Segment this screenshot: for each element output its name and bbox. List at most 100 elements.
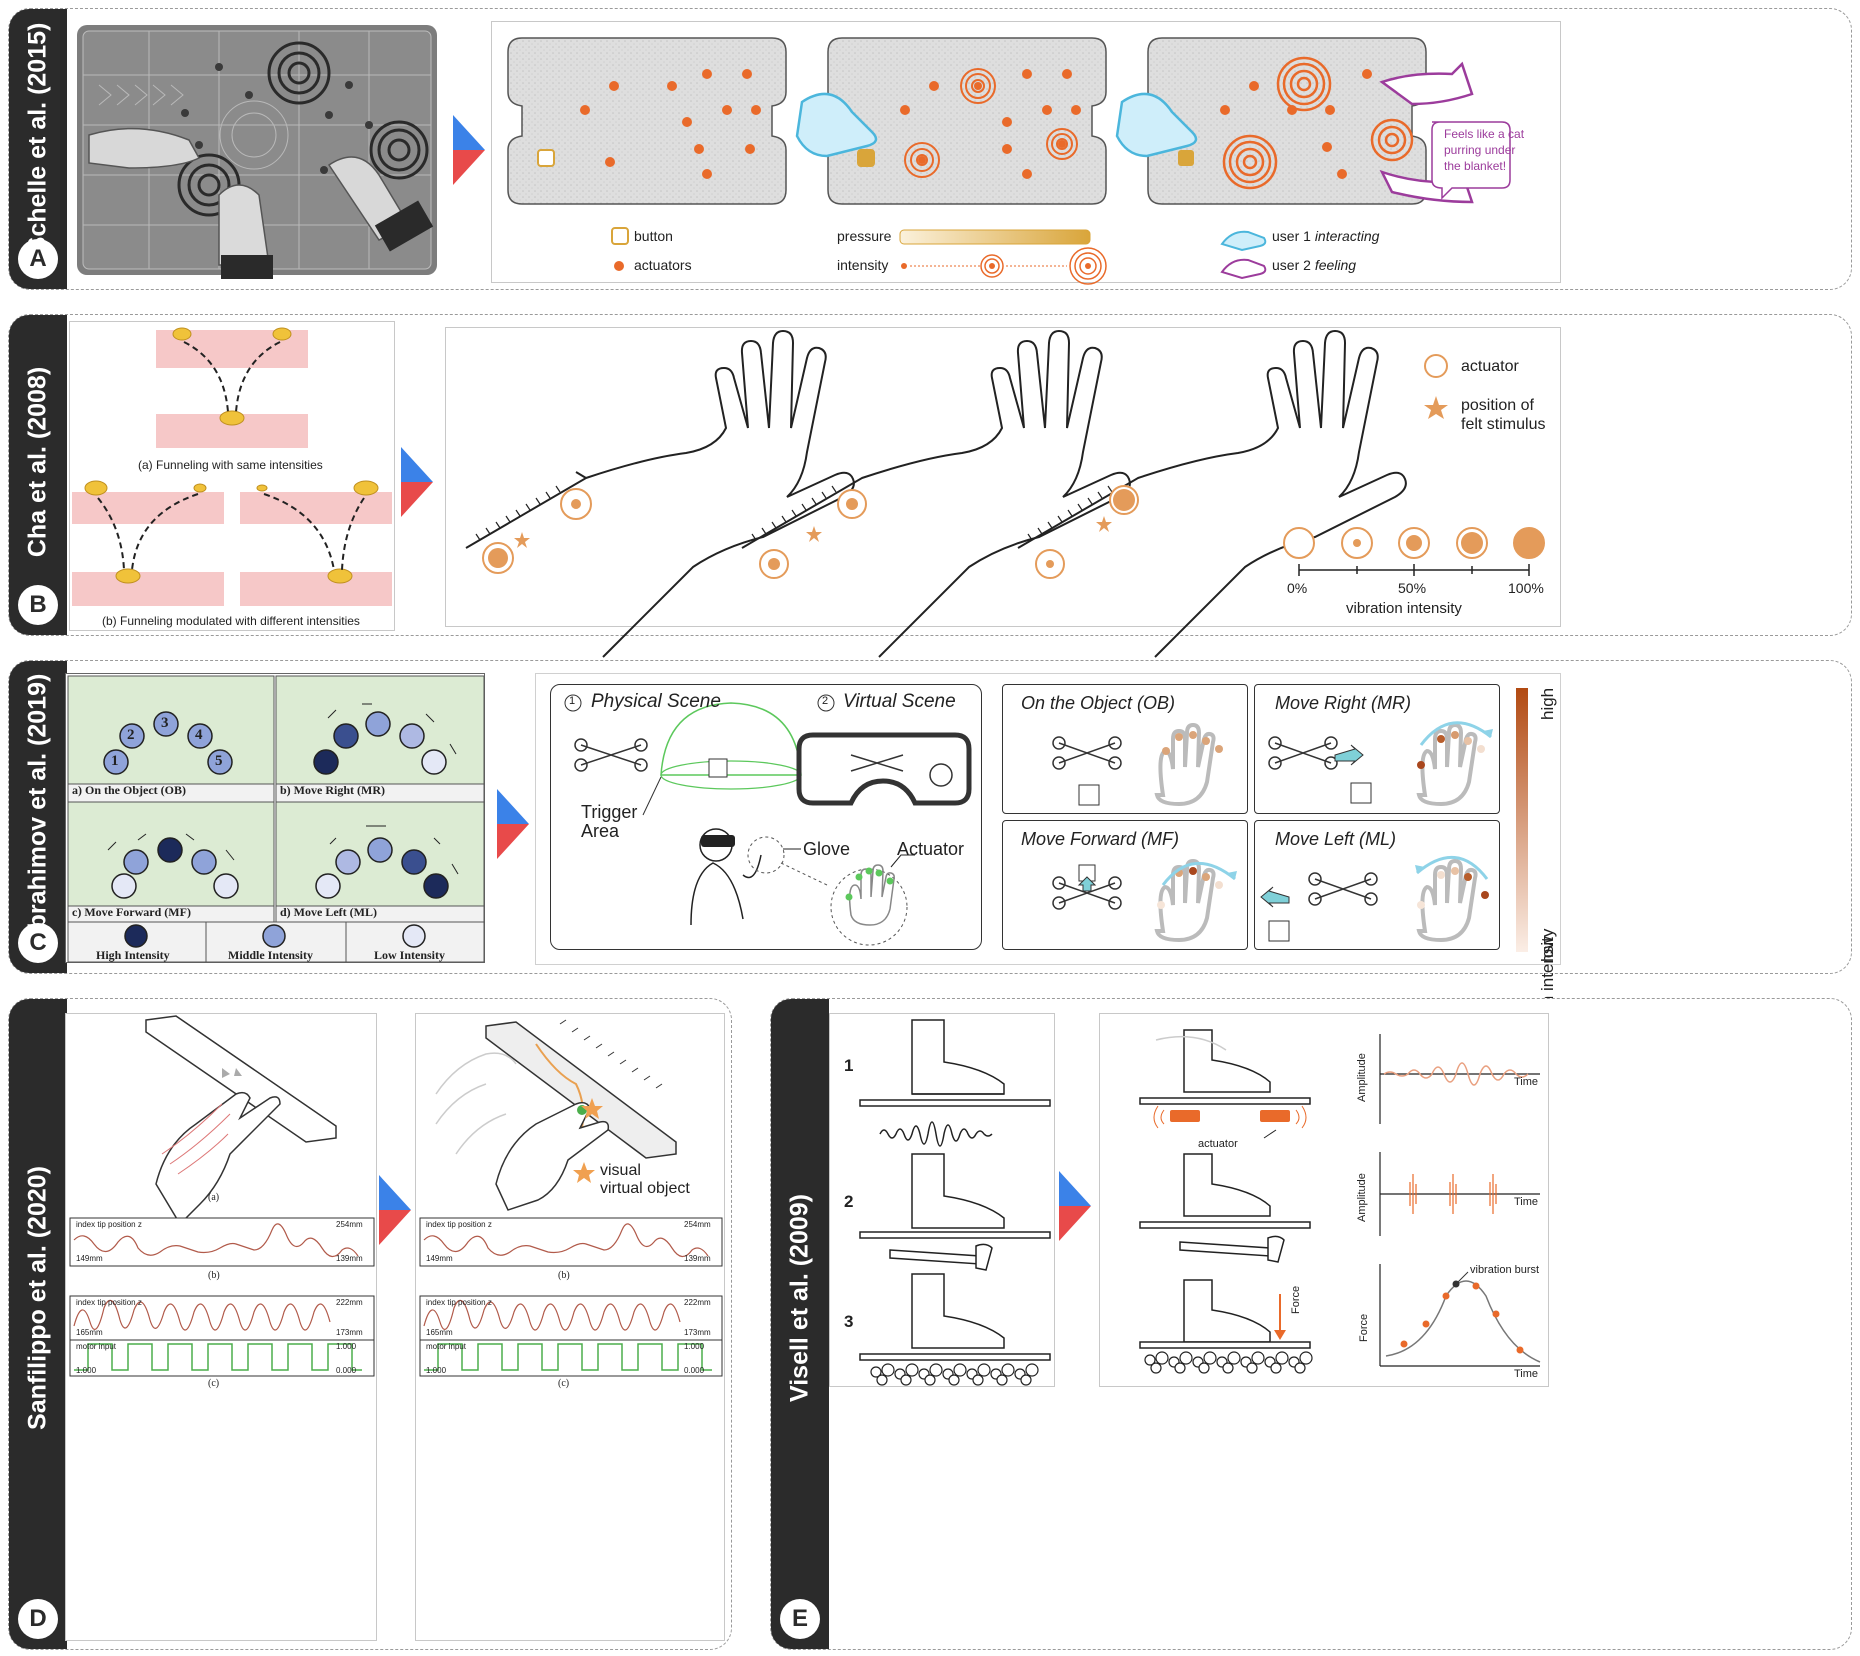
panel-e: Visell et al. (2009) E 1 [770, 998, 1852, 1650]
legend-actuator-icon [1424, 354, 1448, 378]
caption-a: (a) Funneling with same intensities [138, 458, 323, 472]
scene-illustration [564, 694, 972, 946]
row-1-label: 1 [844, 1056, 854, 1075]
intensity-grid: a) On the Object (OB) b) Move Right (MR)… [65, 673, 485, 963]
bar-low-label: low [1538, 936, 1557, 962]
panel-d-sidebar: Sanfilippo et al. (2020) D [9, 999, 67, 1649]
scene2-number: 2 [822, 695, 829, 707]
panel-a: Schelle et al. (2015) A [8, 8, 1852, 290]
glove-figure-drawing [69, 1015, 375, 1377]
panel-d-label: Sanfilippo et al. (2020) [23, 1166, 52, 1430]
plot2-title-right: index tip position z [426, 1298, 492, 1307]
legend-pressure-label: pressure [837, 228, 892, 244]
user2-hand-icon [1379, 61, 1474, 106]
actuator-number-4: 4 [195, 727, 203, 743]
arm-illustrations [465, 329, 1545, 658]
time-label-1: Time [1514, 1076, 1539, 1088]
panel-b-label: Cha et al. (2008) [23, 367, 52, 558]
panel-b-badge: B [18, 585, 58, 625]
plot1-min-right: 139mm [336, 1254, 363, 1263]
panel-b: Cha et al. (2008) B (a) Funn [8, 314, 1852, 658]
plot1-title: index tip position z [76, 1220, 142, 1229]
footstep-drawing [859, 1019, 1051, 1386]
panel-e-arrow-icon [1059, 1171, 1091, 1241]
plot3-min-left: 1.000 [76, 1366, 97, 1375]
plot3-min-right-right: 0.000 [684, 1366, 705, 1375]
intensity-middle-label: Middle Intensity [228, 948, 314, 962]
funneling-diagram [72, 327, 392, 606]
plot2-min-left-right: 165mm [426, 1328, 453, 1337]
legend-user2-icon [1220, 258, 1267, 280]
glove-figure: (a) (b) (c) index tip position z 254mm 1… [65, 1013, 377, 1641]
plot1-max: 254mm [336, 1220, 363, 1229]
actuator-number-3: 3 [161, 715, 169, 731]
grid-caption-ob: a) On the Object (OB) [72, 783, 186, 797]
plot3-title: motor input [76, 1342, 117, 1351]
plot3-max: 1.000 [336, 1342, 357, 1351]
plot2-min-left: 165mm [76, 1328, 103, 1337]
panel-d-badge: D [18, 1599, 58, 1639]
panel-a-sidebar: Schelle et al. (2015) A [9, 9, 67, 289]
panel-b-arrow-icon [401, 447, 433, 517]
cap-b-left: (b) [208, 1270, 220, 1281]
scene-box: Physical Scene 1 Virtual Scene 2 Trigger… [550, 684, 982, 950]
amplitude-label-2: Amplitude [1356, 1173, 1368, 1222]
intensity-scale [901, 247, 1107, 285]
plot3-min-left-right: 1.000 [426, 1366, 447, 1375]
mode-mf-illustration [1052, 858, 1237, 943]
vibration-intensity-bar [1516, 688, 1528, 952]
row-2-label: 2 [844, 1192, 854, 1211]
panel-d-arrow-icon [379, 1175, 411, 1245]
panel-a-table-illustration [77, 25, 437, 279]
panel-c-badge: C [18, 923, 58, 963]
scale-tick-0: 0% [1287, 580, 1308, 596]
time-label-3: Time [1514, 1368, 1539, 1380]
panel-c-sidebar: Ibrahimov et al. (2019) C [9, 661, 67, 973]
intensity-low-label: Low Intensity [374, 948, 446, 962]
panel-e-badge: E [780, 1599, 820, 1639]
scale-tick-100: 100% [1508, 580, 1544, 596]
panel-c-arrow-icon [497, 789, 529, 859]
panel-b-sidebar: Cha et al. (2008) B [9, 315, 67, 635]
panel-a-label: Schelle et al. (2015) [23, 22, 52, 254]
visual-object-star-icon [573, 1162, 595, 1183]
force-arrow-label: Force [1290, 1285, 1302, 1314]
force-axis-label: Force [1358, 1313, 1370, 1342]
plot2-min-right: 173mm [336, 1328, 363, 1337]
physical-scene-title: Physical Scene [591, 691, 721, 712]
plot2-max-right: 222mm [684, 1298, 711, 1307]
intensity-high-label: High Intensity [96, 948, 170, 962]
plot1-max-right: 254mm [684, 1220, 711, 1229]
panel-a-badge: A [18, 239, 58, 279]
actuator-number-1: 1 [111, 753, 119, 769]
virtual-figure-drawing [419, 1019, 723, 1377]
scene-diagram: Physical Scene 1 Virtual Scene 2 Trigger… [535, 673, 1561, 1060]
scene1-number: 1 [569, 695, 576, 707]
mode-ml-title: Move Left (ML) [1275, 829, 1397, 849]
legend-star-icon [1424, 396, 1448, 419]
plot1-min-left-right: 149mm [426, 1254, 453, 1263]
panel-c-label: Ibrahimov et al. (2019) [23, 673, 52, 936]
plot1-title-right: index tip position z [426, 1220, 492, 1229]
plot2-min-right-right: 173mm [684, 1328, 711, 1337]
actuator-label-e: actuator [1198, 1138, 1238, 1150]
scale-tick-50: 50% [1398, 580, 1427, 596]
plot3-title-right: motor input [426, 1342, 467, 1351]
grid-caption-ml: d) Move Left (ML) [280, 905, 377, 919]
legend-user2-label: user 2 feeling [1272, 257, 1357, 273]
speech-bubble [1431, 121, 1511, 200]
panel-c: Ibrahimov et al. (2019) C [8, 660, 1852, 1060]
signals-figure: actuator Amplitude Amplitude Force Force… [1099, 1013, 1549, 1387]
plot2-max: 222mm [336, 1298, 363, 1307]
glove-label: Glove [803, 839, 851, 859]
plot1-min-right-right: 139mm [684, 1254, 711, 1263]
plot2-title: index tip position z [76, 1298, 142, 1307]
panel-a-tables [507, 37, 1511, 285]
cap-a-left: (a) [208, 1192, 220, 1203]
user1-hand-icon [795, 92, 878, 158]
